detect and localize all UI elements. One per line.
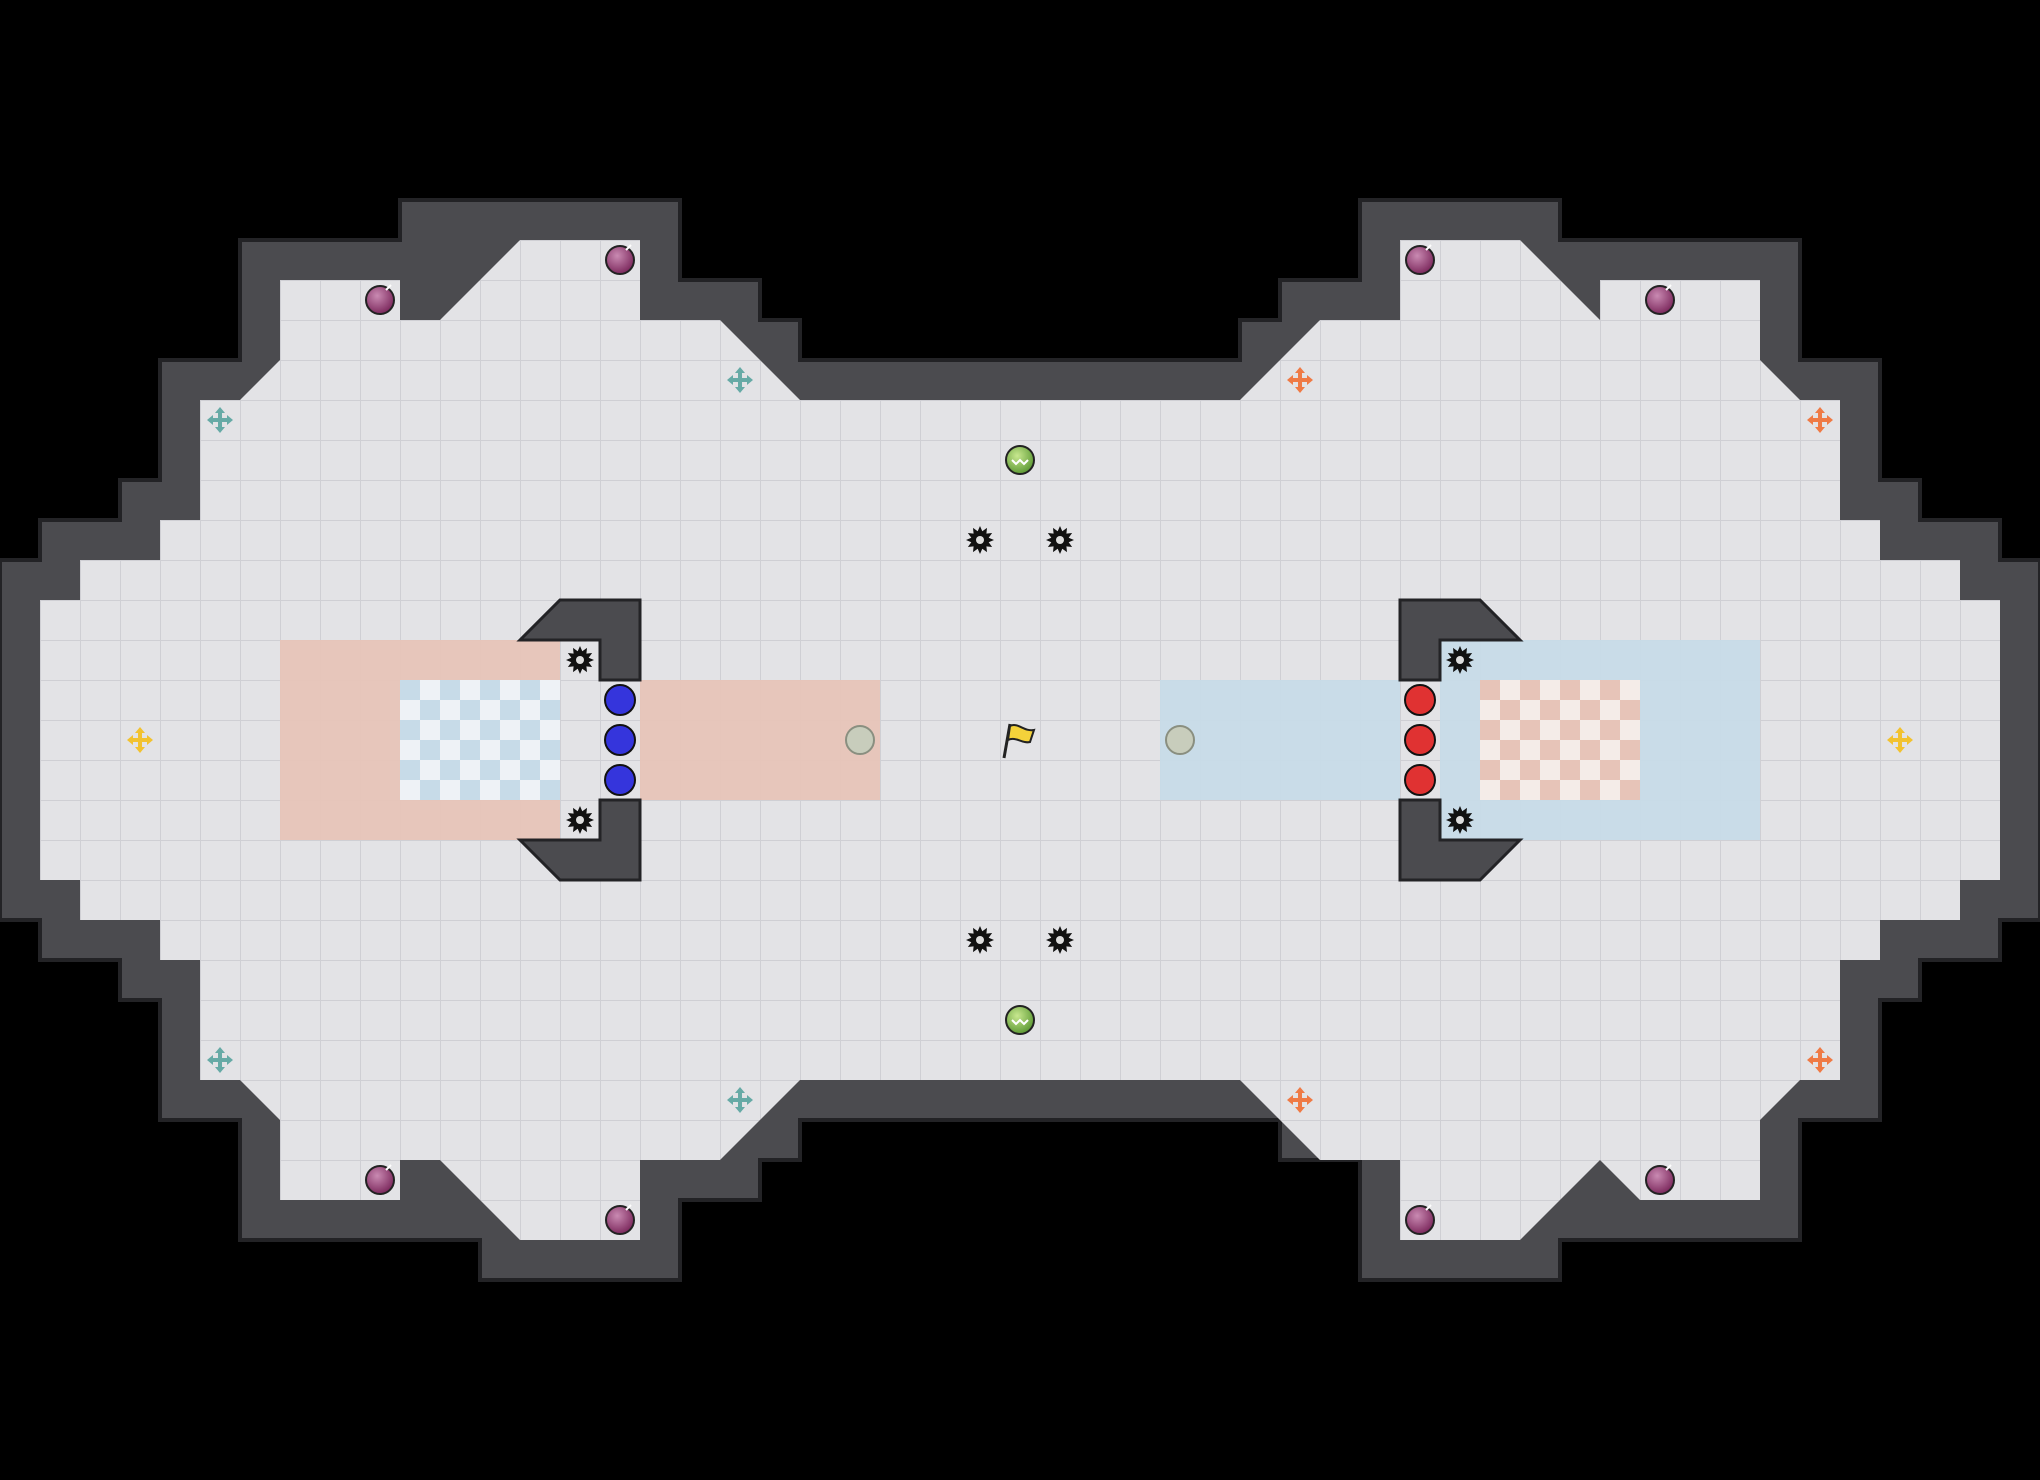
boost-icon [1287, 1087, 1313, 1113]
spike-icon [1046, 926, 1074, 954]
portal-right [1165, 725, 1195, 755]
red-ball[interactable] [1404, 764, 1436, 796]
blue-team-balls[interactable] [604, 684, 636, 796]
boost-icon [1887, 727, 1913, 753]
bomb-icon [605, 244, 635, 275]
boosts [127, 367, 1913, 1113]
portals [845, 725, 1195, 755]
powerups [1005, 445, 1035, 1035]
bomb-icon [1645, 1164, 1675, 1195]
bomb-icon [1645, 284, 1675, 315]
red-base-zone [280, 640, 880, 840]
boost-icon [727, 367, 753, 393]
boost-icon [207, 1047, 233, 1073]
bomb-icon [365, 284, 395, 315]
flag-icon[interactable] [1002, 723, 1036, 759]
bomb-icon [1405, 1204, 1435, 1235]
blue-ball[interactable] [604, 684, 636, 716]
spikes [566, 526, 1474, 954]
spike-icon [1046, 526, 1074, 554]
powerup-icon [1005, 1005, 1035, 1035]
spike-icon [966, 526, 994, 554]
boost-icon [1807, 1047, 1833, 1073]
spike-icon [566, 646, 594, 674]
spike-icon [566, 806, 594, 834]
bomb-icon [605, 1204, 635, 1235]
right-base-wall [1398, 598, 1524, 882]
boost-icon [127, 727, 153, 753]
portal-left [845, 725, 875, 755]
powerup-icon [1005, 445, 1035, 475]
bombs [365, 244, 1675, 1235]
left-base-wall [516, 598, 642, 882]
boost-icon [207, 407, 233, 433]
spike-icon [1446, 646, 1474, 674]
bomb-icon [1405, 244, 1435, 275]
boost-icon [727, 1087, 753, 1113]
red-team-balls[interactable] [1404, 684, 1436, 796]
red-ball[interactable] [1404, 724, 1436, 756]
spike-icon [1446, 806, 1474, 834]
spike-icon [966, 926, 994, 954]
bomb-icon [365, 1164, 395, 1195]
boost-icon [1287, 367, 1313, 393]
boost-icon [1807, 407, 1833, 433]
red-ball[interactable] [1404, 684, 1436, 716]
blue-ball[interactable] [604, 764, 636, 796]
blue-ball[interactable] [604, 724, 636, 756]
blue-base-zone [1160, 640, 1760, 840]
